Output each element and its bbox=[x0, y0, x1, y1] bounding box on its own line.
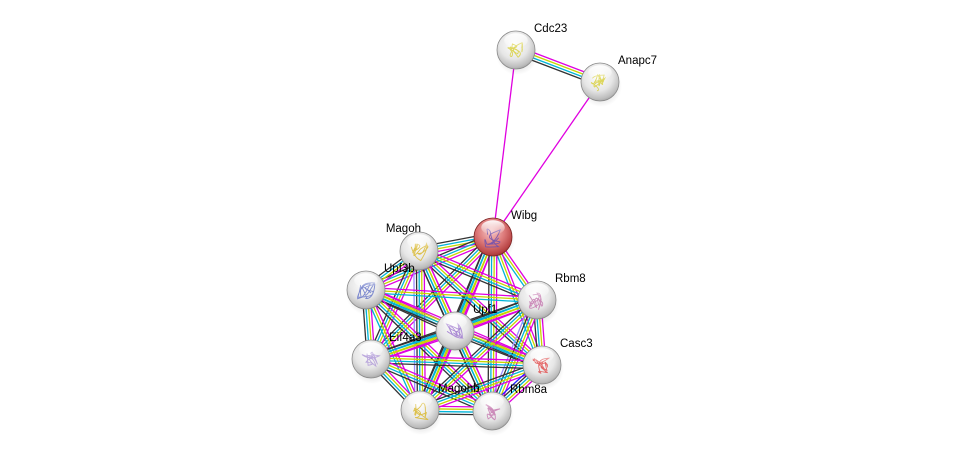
protein-structure-icon bbox=[485, 404, 501, 421]
node-highlight bbox=[481, 220, 505, 235]
edge-upf3b-rbm8[interactable] bbox=[365, 286, 538, 304]
node-highlight bbox=[354, 273, 378, 288]
edge-line-experiments bbox=[421, 247, 546, 363]
edge-line-experiments bbox=[373, 239, 497, 363]
node-highlight bbox=[504, 33, 528, 48]
node-label: Magohb bbox=[438, 383, 480, 395]
node-label: Rbm8a bbox=[510, 384, 548, 396]
edge-line-database bbox=[418, 250, 421, 411]
node-anapc7[interactable]: Anapc7 bbox=[580, 55, 657, 107]
node-highlight bbox=[408, 393, 432, 408]
node-highlight bbox=[588, 65, 612, 80]
node-label: Cdc23 bbox=[534, 23, 567, 35]
node-highlight bbox=[525, 283, 549, 298]
edge-line-textmining bbox=[365, 289, 538, 301]
protein-structure-icon bbox=[590, 73, 607, 92]
edge-line-experiments bbox=[492, 49, 517, 238]
edge-line-textmining bbox=[420, 250, 424, 410]
node-label: Rbm8 bbox=[555, 273, 586, 285]
edge-line-database bbox=[418, 298, 537, 410]
node-label: Magoh bbox=[386, 223, 421, 235]
edge-line-database bbox=[370, 359, 542, 367]
edge-line-experiments bbox=[368, 286, 496, 409]
edge-eif4a3-casc3[interactable] bbox=[370, 354, 543, 370]
edge-line-coexpression bbox=[418, 360, 541, 407]
edge-line-textmining bbox=[419, 249, 544, 365]
node-wibg[interactable]: Wibg bbox=[473, 210, 537, 262]
node-casc3[interactable]: Casc3 bbox=[522, 338, 593, 390]
edge-line-coexpression bbox=[367, 233, 491, 357]
node-cdc23[interactable]: Cdc23 bbox=[496, 23, 567, 75]
protein-structure-icon bbox=[356, 282, 376, 300]
edge-line-textmining bbox=[371, 357, 543, 365]
node-magohb[interactable]: Magohb bbox=[400, 383, 480, 435]
node-highlight bbox=[530, 348, 554, 363]
node-highlight bbox=[407, 234, 431, 249]
node-label: Anapc7 bbox=[618, 55, 657, 67]
node-upf1[interactable]: Upf1 bbox=[435, 304, 497, 356]
edge-line-textmining bbox=[420, 365, 543, 412]
node-eif4a3[interactable]: Eif4a3 bbox=[351, 332, 422, 384]
node-label: Upf1 bbox=[473, 304, 497, 316]
edge-line-experiments bbox=[366, 286, 538, 299]
node-highlight bbox=[443, 314, 467, 329]
node-rbm8a[interactable]: Rbm8a bbox=[472, 384, 548, 436]
edge-anapc7-wibg[interactable] bbox=[492, 81, 601, 238]
node-upf3b[interactable]: Upf3b bbox=[346, 263, 415, 315]
edge-line-coexpression bbox=[370, 362, 542, 370]
edge-line-experiments bbox=[371, 354, 543, 362]
node-label: Wibg bbox=[511, 210, 537, 222]
node-label: Casc3 bbox=[560, 338, 593, 350]
node-highlight bbox=[359, 342, 383, 357]
edge-line-database bbox=[419, 363, 542, 410]
protein-structure-icon bbox=[410, 242, 429, 262]
edge-wibg-eif4a3[interactable] bbox=[367, 233, 497, 363]
edge-cdc23-wibg[interactable] bbox=[492, 49, 517, 238]
node-label: Eif4a3 bbox=[389, 332, 422, 344]
node-label: Upf3b bbox=[384, 263, 415, 275]
node-rbm8[interactable]: Rbm8 bbox=[517, 273, 586, 325]
node-magoh[interactable]: Magoh bbox=[386, 223, 441, 276]
edge-line-textmining bbox=[371, 237, 495, 361]
edge-line-coexpression bbox=[487, 236, 490, 411]
edge-line-database bbox=[365, 291, 537, 304]
edge-line-coexpression bbox=[415, 253, 540, 369]
edge-line-experiments bbox=[492, 81, 601, 238]
node-highlight bbox=[480, 394, 504, 409]
edge-line-database bbox=[364, 290, 492, 413]
